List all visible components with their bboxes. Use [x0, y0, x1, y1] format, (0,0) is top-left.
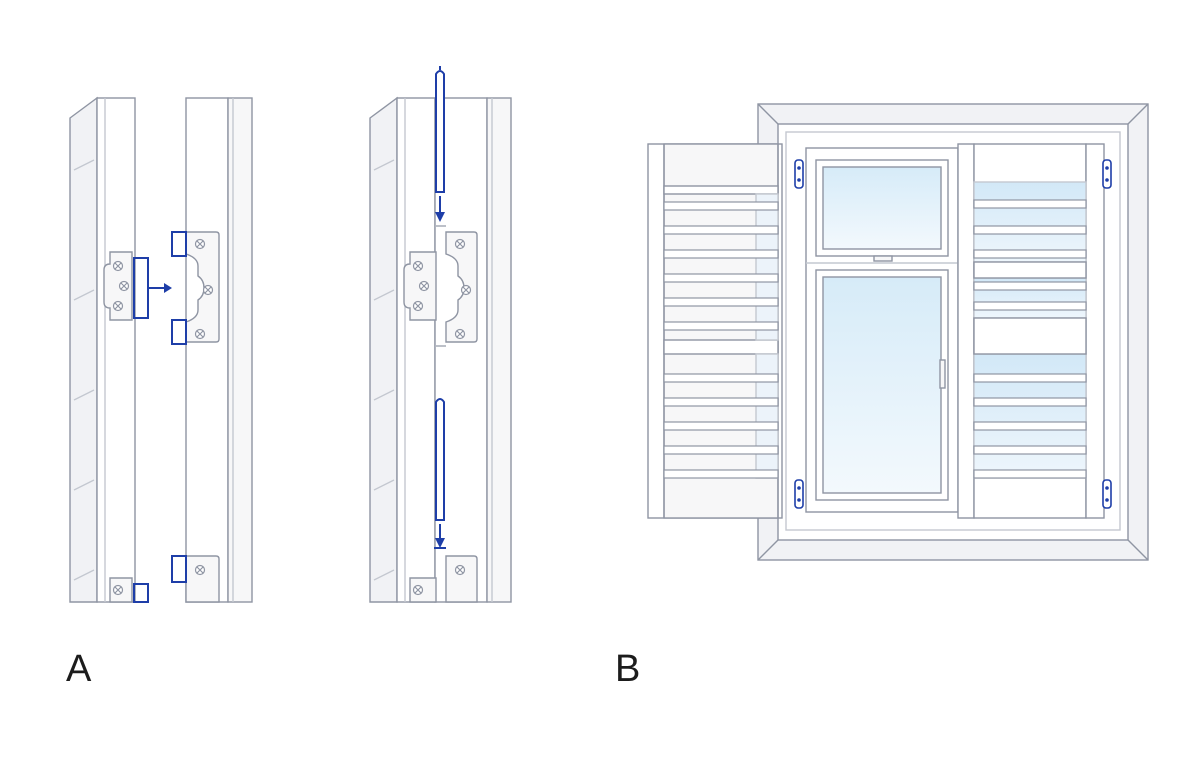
panel-a-left-detail: [69, 96, 253, 603]
screw-icon: [797, 166, 1109, 502]
hinge-pin-icon: [435, 66, 445, 521]
right-shutter-louvers: [973, 199, 1087, 479]
hinge-plate-icon: [103, 231, 220, 603]
left-shutter-louvers: [663, 201, 779, 479]
screw-icon: [412, 238, 472, 596]
screw-icon: [112, 238, 214, 596]
hinge-knuckle-highlight: [133, 231, 187, 603]
knuckle-gap-lines: [436, 225, 446, 347]
arrow-icon: [434, 196, 446, 549]
arrow-icon: [148, 283, 172, 293]
panel-label-a: A: [66, 648, 92, 690]
left-shutter: [647, 143, 783, 519]
panel-label-b: B: [615, 648, 641, 690]
hinge-plate-icon: [794, 159, 1112, 509]
casement-window: [805, 147, 959, 513]
hinge-plate-icon: [403, 231, 478, 603]
